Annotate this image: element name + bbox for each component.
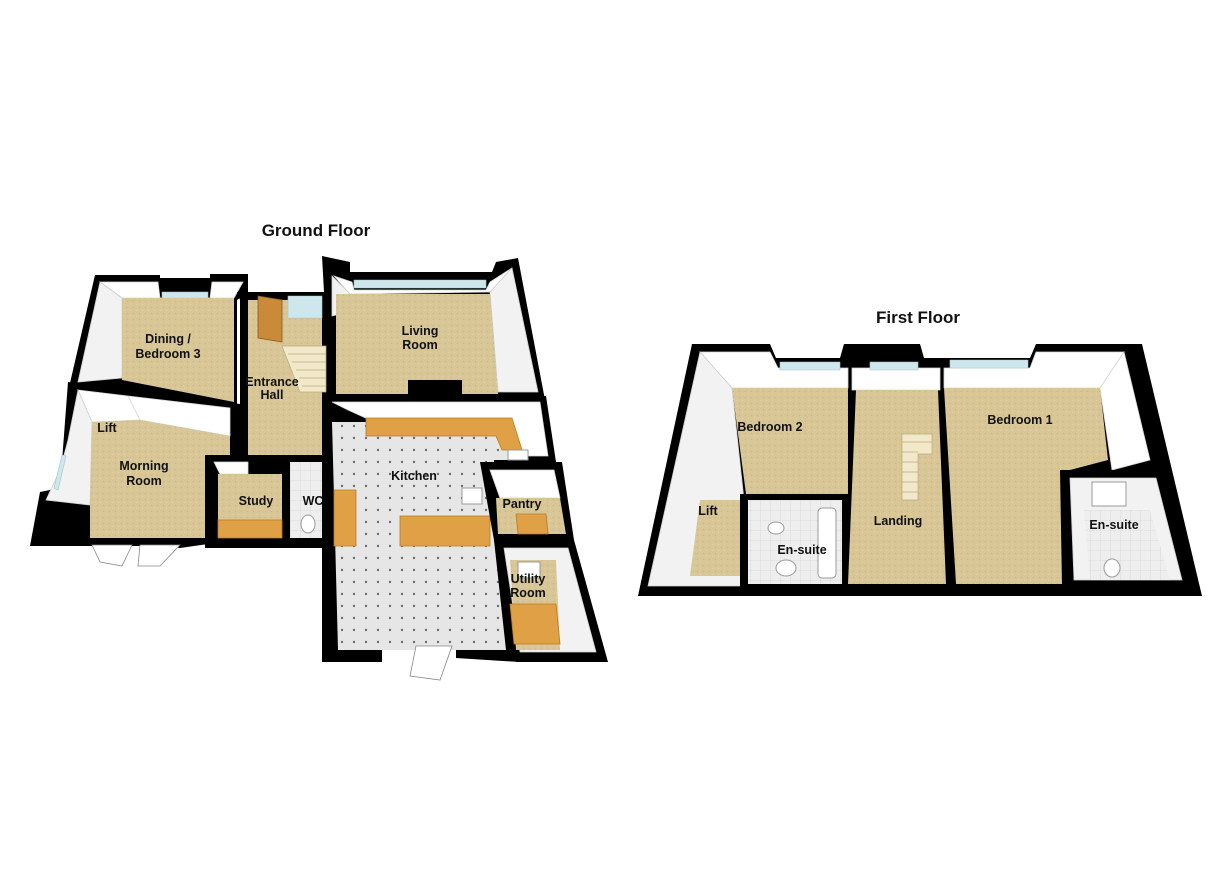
kitchen-rear-door [409, 645, 453, 681]
dining-floor [122, 298, 234, 402]
room-label-morning-2: Room [126, 474, 161, 488]
hall-window [287, 295, 323, 319]
ground-floor: Ground Floor Dining / Bedroom 3 Lift Mor… [30, 221, 608, 681]
ensuite-left-toilet [775, 559, 797, 577]
bedroom1-back-wall [943, 351, 1125, 389]
ensuite-right-shower [1091, 481, 1127, 507]
living-window [353, 279, 487, 289]
room-label-study: Study [239, 494, 274, 508]
ensuite-left-basin [767, 521, 785, 535]
room-label-living-2: Room [402, 338, 437, 352]
study-back-wall [213, 461, 249, 475]
bedroom1-floor [944, 388, 1108, 584]
room-label-wc: WC [303, 494, 324, 508]
room-label-dining: Dining / [145, 332, 191, 346]
landing-floor [848, 390, 946, 584]
room-label-dining-2: Bedroom 3 [135, 347, 200, 361]
room-label-utility-2: Room [510, 586, 545, 600]
room-label-ensuite-left: En-suite [777, 543, 826, 557]
bedroom2-window [779, 361, 841, 371]
room-label-bedroom2: Bedroom 2 [737, 420, 802, 434]
living-back-wall [332, 267, 513, 295]
first-floor-staircase [901, 433, 933, 501]
dining-window [161, 291, 209, 299]
room-label-ensuite-right: En-suite [1089, 518, 1138, 532]
kitchen-sink [461, 487, 483, 505]
kitchen-hob [507, 449, 529, 461]
wc-toilet [300, 514, 316, 534]
room-label-entrance: Entrance [245, 375, 299, 389]
morning-side-window [53, 454, 67, 491]
morning-floor [90, 420, 230, 538]
kitchen-side-worktop [333, 489, 357, 547]
ground-floor-title: Ground Floor [262, 221, 371, 240]
lift-first-floor [690, 500, 744, 576]
room-label-bedroom1: Bedroom 1 [987, 413, 1052, 427]
bedroom1-window [949, 359, 1029, 369]
kitchen-back-worktop [365, 417, 523, 451]
ensuite-left-bath [817, 507, 837, 579]
landing-window [869, 361, 919, 371]
room-label-kitchen: Kitchen [391, 469, 437, 483]
room-label-landing: Landing [874, 514, 923, 528]
morning-french-door-right [137, 544, 181, 567]
bedroom2-floor [732, 388, 848, 494]
room-label-pantry: Pantry [503, 497, 542, 511]
living-right-wall [489, 267, 539, 393]
room-label-utility: Utility [511, 572, 546, 586]
ensuite-right-toilet [1103, 558, 1121, 578]
room-label-entrance-2: Hall [261, 388, 284, 402]
room-label-lift-ground: Lift [97, 421, 117, 435]
first-floor: First Floor Bedroom 2 Lift En-suite Land… [638, 308, 1202, 596]
room-label-morning: Morning [119, 459, 168, 473]
front-door [257, 295, 283, 343]
utility-sink [517, 561, 541, 579]
room-label-living: Living [402, 324, 439, 338]
room-label-lift-first: Lift [698, 504, 718, 518]
landing-back-wall [851, 367, 941, 391]
living-fireplace [408, 380, 462, 396]
ground-staircase [281, 345, 327, 393]
pantry-back-wall [489, 469, 561, 499]
study-desk [217, 519, 283, 539]
pantry-shelf [515, 513, 549, 535]
utility-worktop [509, 603, 561, 645]
living-floor [336, 294, 498, 394]
morning-french-door-left [91, 544, 133, 567]
kitchen-island [399, 515, 491, 547]
first-floor-title: First Floor [876, 308, 960, 327]
